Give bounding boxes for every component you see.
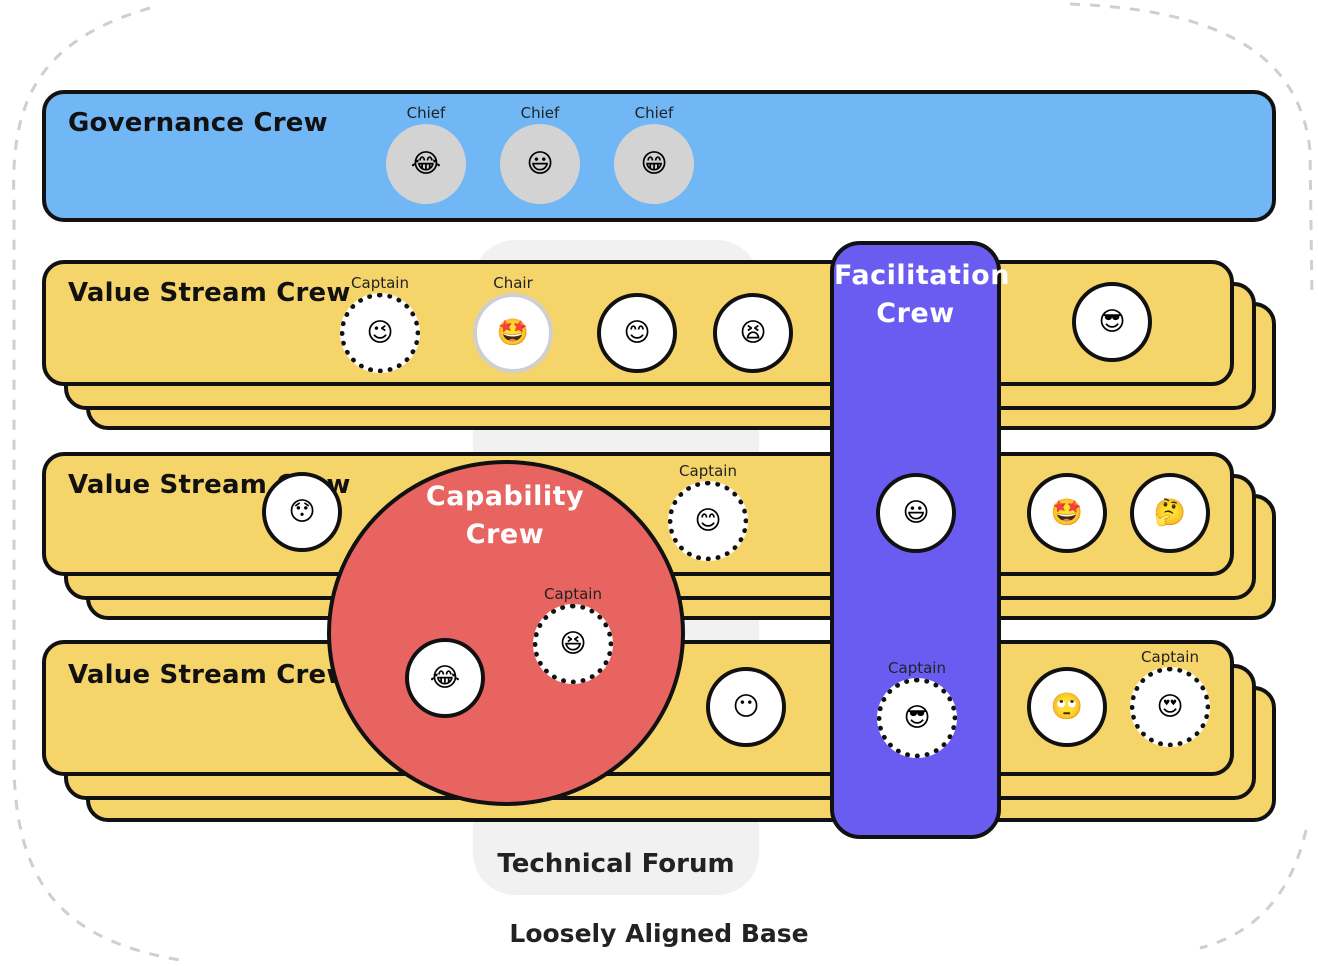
chief-label: Chief xyxy=(520,104,560,122)
member-avatar: 😫 xyxy=(713,293,793,373)
captain-label: Captain xyxy=(351,274,409,292)
capability-title-line1: Capability xyxy=(425,481,585,512)
member-avatar: 😯 xyxy=(262,472,342,552)
capability-title-line2: Crew xyxy=(465,519,545,550)
chief-label: Chief xyxy=(634,104,674,122)
captain-avatar: 😉 xyxy=(340,293,420,373)
captain-avatar: 😎 xyxy=(877,678,957,758)
value-stream-crew-1: Value Stream Crew xyxy=(42,260,1234,386)
member-avatar: 😊 xyxy=(597,293,677,373)
chair-avatar: 🤩 xyxy=(473,293,553,373)
facilitation-title-line1: Facilitation xyxy=(834,260,1010,291)
member-avatar: 🤩 xyxy=(1027,473,1107,553)
loosely-aligned-base-label: Loosely Aligned Base xyxy=(509,919,809,948)
captain-label: Captain xyxy=(679,462,737,480)
captain-avatar: 😍 xyxy=(1130,667,1210,747)
captain-avatar: 😆 xyxy=(533,604,613,684)
facilitation-title-line2: Crew xyxy=(876,298,955,329)
technical-forum-label: Technical Forum xyxy=(497,849,735,879)
governance-crew-title: Governance Crew xyxy=(68,108,328,138)
captain-label: Captain xyxy=(544,585,602,603)
captain-label: Captain xyxy=(1141,648,1199,666)
value-stream-crew-title: Value Stream Crew xyxy=(68,278,351,308)
capability-crew xyxy=(327,460,685,806)
member-avatar: 🙄 xyxy=(1027,667,1107,747)
captain-label: Captain xyxy=(888,659,946,677)
member-avatar: 😂 xyxy=(405,638,485,718)
chief-avatar: 😂 xyxy=(386,124,466,204)
member-avatar: 🤔 xyxy=(1130,473,1210,553)
chief-avatar: 😁 xyxy=(614,124,694,204)
chief-label: Chief xyxy=(406,104,446,122)
value-stream-crew-title: Value Stream Crew xyxy=(68,660,351,690)
captain-avatar: 😊 xyxy=(668,481,748,561)
capability-crew-title: Capability Crew xyxy=(405,478,605,554)
member-avatar: 😃 xyxy=(876,473,956,553)
chair-label: Chair xyxy=(493,274,533,292)
member-avatar: 😎 xyxy=(1072,282,1152,362)
chief-avatar: 😃 xyxy=(500,124,580,204)
facilitation-crew-title: Facilitation Crew xyxy=(834,257,1010,333)
member-avatar: 😶 xyxy=(706,667,786,747)
